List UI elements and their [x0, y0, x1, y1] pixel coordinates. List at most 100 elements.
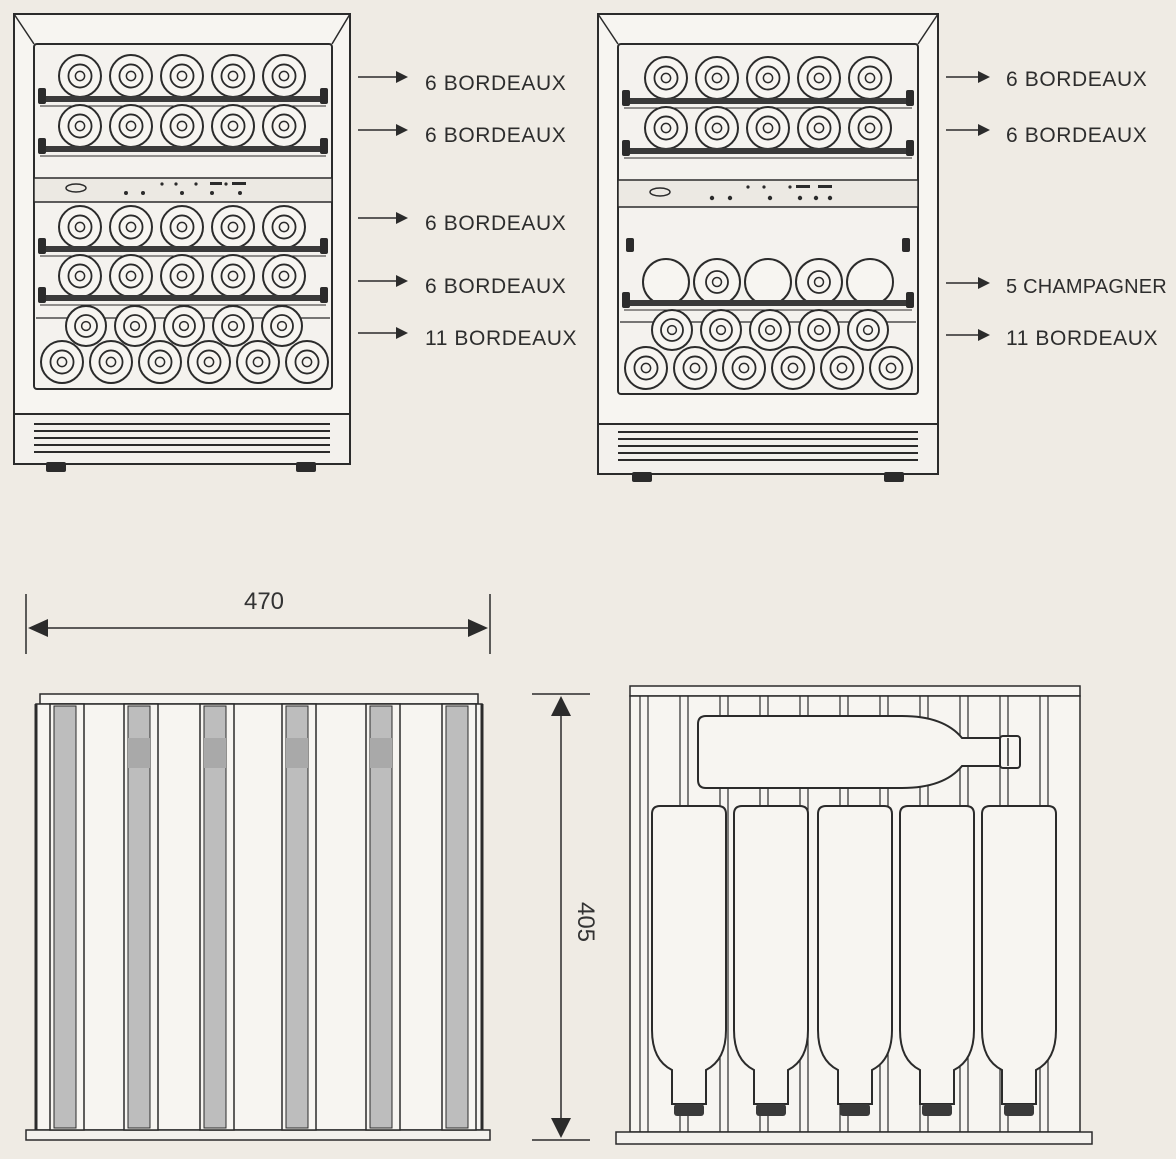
bottle-end-icon: [262, 205, 306, 249]
bottle-end-icon: [212, 305, 254, 347]
foot-left-1: [46, 462, 66, 472]
capacity-label: 6 BORDEAUX: [425, 124, 566, 147]
champagne-bottle-end-icon: [642, 258, 690, 306]
bottle-end-icon: [211, 104, 255, 148]
control-panel-left: [33, 177, 333, 203]
bottle-end-icon: [160, 54, 204, 98]
width-value: 470: [244, 588, 284, 615]
foot-left-2: [296, 462, 316, 472]
capacity-label: 6 BORDEAUX: [425, 212, 566, 235]
capacity-label: 6 BORDEAUX: [1006, 124, 1147, 147]
width-dimension: 470: [25, 588, 491, 654]
bottle-end-icon: [109, 104, 153, 148]
capacity-label: 5 CHAMPAGNER: [1006, 276, 1167, 298]
arrow-icon: [396, 327, 408, 339]
bottle-top-view-icon: [733, 805, 809, 1116]
bottle-end-icon: [746, 106, 790, 150]
bottle-end-icon: [262, 54, 306, 98]
bottle-end-icon: [869, 346, 913, 390]
bottle-end-icon: [848, 106, 892, 150]
bottle-end-icon: [847, 309, 889, 351]
bottle-end-icon: [261, 305, 303, 347]
bottle-end-icon: [160, 104, 204, 148]
bottle-end-icon: [695, 56, 739, 100]
label-row-left-4: 6 BORDEAUX: [358, 275, 566, 298]
capacity-labels: 6 BORDEAUX 6 BORDEAUX 6 BORDEAUX 6 BORDE…: [358, 68, 1167, 350]
bottle-end-icon: [848, 56, 892, 100]
bottle-top-view-icon: [899, 805, 975, 1116]
bottle-end-icon: [109, 54, 153, 98]
bottle-end-icon: [236, 340, 280, 384]
shelf-rail: [123, 703, 159, 1131]
grille-right: [618, 431, 918, 461]
champagne-bottle-end-icon: [744, 258, 792, 306]
bottle-end-icon: [114, 305, 156, 347]
capacity-label: 11 BORDEAUX: [1006, 327, 1158, 350]
bottle-end-icon: [700, 309, 742, 351]
bottle-end-icon: [797, 106, 841, 150]
shelf-rail: [281, 703, 317, 1131]
shelf: [38, 138, 328, 157]
bottle-top-view-icon: [981, 805, 1057, 1116]
panel-buttons-right: [709, 185, 833, 201]
bottle-end-icon: [797, 56, 841, 100]
shelf-top-view-loaded: [615, 685, 1093, 1145]
label-row-right-1: 6 BORDEAUX: [946, 68, 1147, 91]
logo-right: [649, 187, 671, 197]
label-row-left-3: 6 BORDEAUX: [358, 212, 566, 235]
arrow-down-icon: [551, 1118, 571, 1138]
standing-bottles: [651, 805, 1057, 1116]
bottle-end-icon: [820, 346, 864, 390]
depth-dimension: 405: [532, 693, 599, 1141]
arrow-icon: [396, 275, 408, 287]
arrow-icon: [978, 124, 990, 136]
champagne-bottle-end-icon: [795, 258, 843, 306]
bottle-end-icon: [65, 305, 107, 347]
bottle-end-icon: [163, 305, 205, 347]
bottle-end-icon: [624, 346, 668, 390]
bottle-end-icon: [89, 340, 133, 384]
champagne-bottle-end-icon: [693, 258, 741, 306]
bottle-end-icon: [58, 205, 102, 249]
bottle-end-icon: [58, 104, 102, 148]
bottle-end-icon: [262, 254, 306, 298]
bottle-end-icon: [798, 309, 840, 351]
bottle-end-icon: [58, 54, 102, 98]
bottle-end-icon: [651, 309, 693, 351]
grille-left: [34, 423, 330, 453]
shelf-rail: [49, 703, 85, 1131]
label-row-left-2: 6 BORDEAUX: [358, 124, 566, 147]
arrow-icon: [978, 329, 990, 341]
bottle-layers: [36, 54, 916, 390]
bottle-top-view-icon: [651, 805, 727, 1116]
bottle-end-icon: [644, 106, 688, 150]
shelf-rail: [199, 703, 235, 1131]
bottle-end-icon: [285, 340, 329, 384]
shelf-rail: [441, 703, 477, 1131]
control-panel-right: [617, 179, 919, 208]
bottle-end-icon: [160, 254, 204, 298]
logo-left: [65, 183, 87, 193]
arrow-right-icon: [468, 619, 488, 637]
label-row-left-5: 11 BORDEAUX: [358, 327, 576, 350]
bottle-end-icon: [211, 254, 255, 298]
bottle-end-icon: [160, 205, 204, 249]
champagne-bottle-end-icon: [846, 258, 894, 306]
lying-bottle-icon: [697, 715, 1001, 789]
bottle-end-icon: [211, 54, 255, 98]
arrow-icon: [396, 71, 408, 83]
bottle-end-icon: [109, 254, 153, 298]
foot-right-1: [632, 472, 652, 482]
label-row-right-2: 6 BORDEAUX: [946, 124, 1147, 147]
bottle-end-icon: [746, 56, 790, 100]
bottle-end-icon: [749, 309, 791, 351]
bottle-end-icon: [695, 106, 739, 150]
bottle-end-icon: [262, 104, 306, 148]
depth-value: 405: [572, 902, 599, 942]
bottle-end-icon: [109, 205, 153, 249]
arrow-icon: [978, 277, 990, 289]
cabinet-right-door: [617, 43, 919, 395]
foot-right-2: [884, 472, 904, 482]
shelf-rails: [34, 703, 484, 1131]
